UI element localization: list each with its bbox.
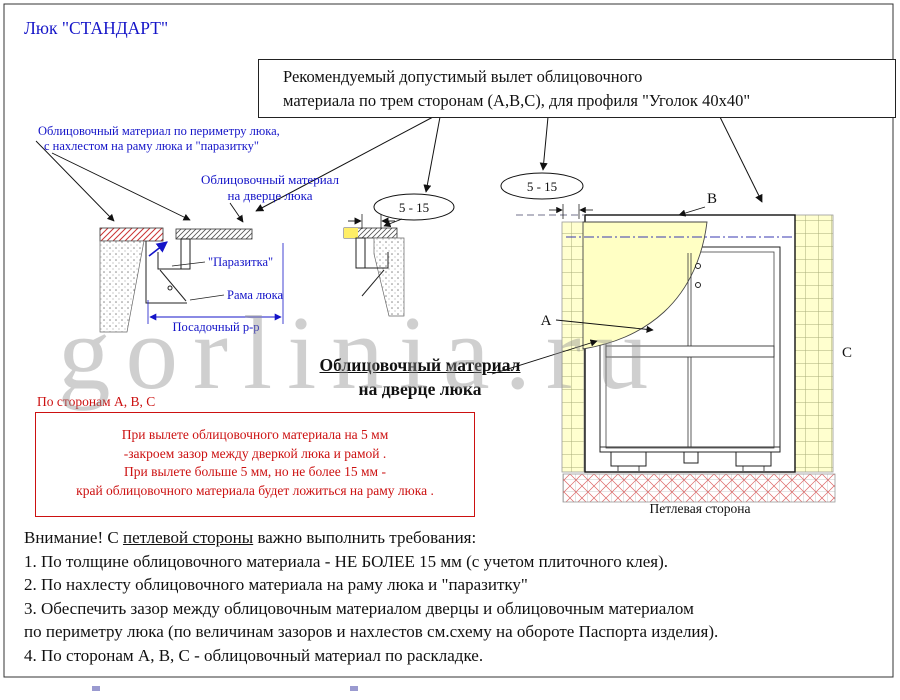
door-rail — [605, 345, 775, 358]
warning-item: по периметру люка (по величинам зазоров … — [24, 622, 719, 641]
door-small-line2: на дверце люка — [227, 188, 313, 203]
recommendation-note-box: Рекомендуемый допустимый вылет облицовоч… — [258, 59, 896, 118]
warning-intro: Внимание! С петлевой стороны важно выпол… — [24, 526, 888, 550]
warning-block: Внимание! С петлевой стороны важно выпол… — [24, 526, 888, 667]
parasitka-profile — [157, 252, 181, 270]
warning-item: 4. По сторонам А, В, С - облицовочный ма… — [24, 645, 484, 665]
dim-ellipse-right — [500, 172, 584, 200]
hinge-right — [735, 451, 772, 467]
warning-underlined: петлевой стороны — [122, 528, 254, 547]
warning-prefix: Внимание! С — [24, 528, 123, 547]
perimeter-material-label: Облицовочный материал по периметру люка,… — [38, 124, 280, 154]
big-label-leader — [491, 339, 598, 375]
hinge-left — [610, 451, 647, 467]
seat-dim-label: Посадочный р-р — [173, 320, 260, 334]
tile-edge-highlight — [344, 228, 358, 238]
red-note-line: При вылете облицовочного материала на 5 … — [121, 427, 389, 442]
door-big-line2: на дверце люка — [358, 379, 482, 399]
sheet-mark — [350, 686, 358, 691]
section-detail-middle — [343, 214, 405, 317]
hinge-side-label: Петлевая сторона — [650, 501, 751, 516]
door-frame-profile-2 — [355, 237, 366, 269]
door-tile-section — [175, 228, 253, 240]
dim-ellipse-left — [373, 193, 455, 221]
side-a-label: А — [541, 313, 552, 329]
facing-material-sheet — [582, 221, 708, 350]
door-small-line1: Облицовочный материал — [200, 172, 340, 187]
note-line-2: материала по трем сторонам (А,В,С), для … — [283, 91, 751, 110]
perimeter-tile-section — [99, 227, 164, 242]
dim-left-label: 5 - 15 — [399, 200, 429, 215]
red-note-line: край облицовочного материала будет ложит… — [76, 482, 434, 498]
sheet-frame — [3, 3, 894, 678]
perimeter-label-line2: с нахлестом на раму люка и "паразитку" — [44, 139, 260, 153]
section-detail-left: "Паразитка" Рама люка Посадочный р-р — [99, 227, 283, 334]
warning-item: 3. Обеспечить зазор между облицовочным м… — [24, 598, 694, 618]
note-box-leaders — [255, 116, 763, 212]
tile-strip-hinge-side — [562, 473, 836, 503]
red-note-box: При вылете облицовочного материала на 5 … — [35, 412, 475, 517]
red-note-line: -закроем зазор между дверкой люка и рамо… — [123, 445, 387, 461]
hatch-front-view: А В С Петлевая сторона — [541, 191, 852, 516]
latch — [683, 451, 699, 464]
parasitka-profile-2 — [365, 252, 389, 269]
red-note-title: По сторонам А, В, С — [37, 394, 156, 409]
warning-item: 1. По толщине облицовочного материала - … — [24, 551, 668, 571]
door-material-label-small: Облицовочный материал на дверце люка — [181, 172, 359, 204]
dim-callouts: 5 - 15 5 - 15 — [373, 172, 584, 228]
frame-brace — [159, 269, 187, 302]
frame-brace-2 — [361, 269, 385, 297]
frame-label: Рама люка — [227, 288, 283, 302]
tile-strip-left — [561, 221, 585, 473]
screw — [695, 263, 701, 269]
wall-section-2 — [373, 237, 405, 317]
perimeter-label-line1: Облицовочный материал по периметру люка, — [38, 124, 280, 138]
perimeter-label-leaders — [35, 140, 244, 223]
tile-strip-right — [794, 214, 834, 473]
side-b-label: В — [707, 191, 717, 207]
door-frame-profile — [180, 238, 191, 270]
frame-bolt — [167, 285, 173, 291]
dim-right-label: 5 - 15 — [527, 179, 557, 194]
hatch-frame-profile — [145, 241, 187, 304]
screw — [695, 282, 701, 288]
front-top-dim — [516, 204, 593, 219]
sheet-mark — [92, 686, 100, 691]
gap-arrow — [148, 241, 168, 257]
door-material-label-big: Облицовочный материал на дверце люка — [306, 353, 534, 401]
side-c-label: С — [842, 345, 852, 361]
wall-section — [99, 240, 145, 333]
page-title: Люк "СТАНДАРТ" — [24, 18, 169, 38]
parasitka-label: "Паразитка" — [208, 255, 273, 269]
note-line-1: Рекомендуемый допустимый вылет облицовоч… — [283, 67, 643, 86]
door-big-line1: Облицовочный материал — [319, 355, 521, 375]
warning-suffix: важно выполнить требования: — [253, 528, 477, 547]
red-note-line: При вылете больше 5 мм, но не более 15 м… — [124, 464, 386, 479]
warning-item: 2. По нахлесту облицовочного материала н… — [24, 575, 528, 594]
